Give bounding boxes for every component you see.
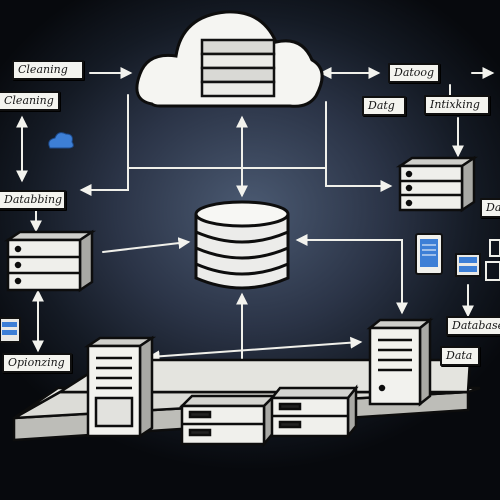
label-da-partial: Da [480,198,500,218]
label-cleaning-left: Cleaning [0,91,60,111]
database-icon [194,200,290,290]
arrow-left-server-to-database [102,237,191,253]
label-indexing: Intixking [424,95,490,115]
label-datg: Datg [362,96,406,116]
small-server-blue-icon [455,253,481,277]
server-icon [3,229,97,293]
server-icon [395,155,479,213]
line-cloud-left-down [79,94,129,196]
label-databing: Databbing [0,190,66,210]
label-database: Database [446,316,500,336]
tower-server-icon [83,335,157,439]
label-cleaning-top: Cleaning [12,60,84,80]
server-icon [178,392,278,448]
tablet-icon [415,233,443,275]
line-cloud-right-down [325,101,393,192]
label-datoog: Datoog [388,63,440,83]
cloud-server-stack-icon [200,38,276,98]
edge-marks [485,239,500,281]
label-data: Data [440,346,480,366]
tower-server-icon [366,317,434,407]
arrow-database-to-right [295,234,408,315]
small-blue-panel-icon [0,317,21,343]
cloud-icon [135,10,324,108]
arrow-tower-to-tower [147,336,363,363]
label-optimizing: Opionzing [2,353,72,373]
small-cloud-icon [48,132,74,149]
server-icon [269,384,359,440]
